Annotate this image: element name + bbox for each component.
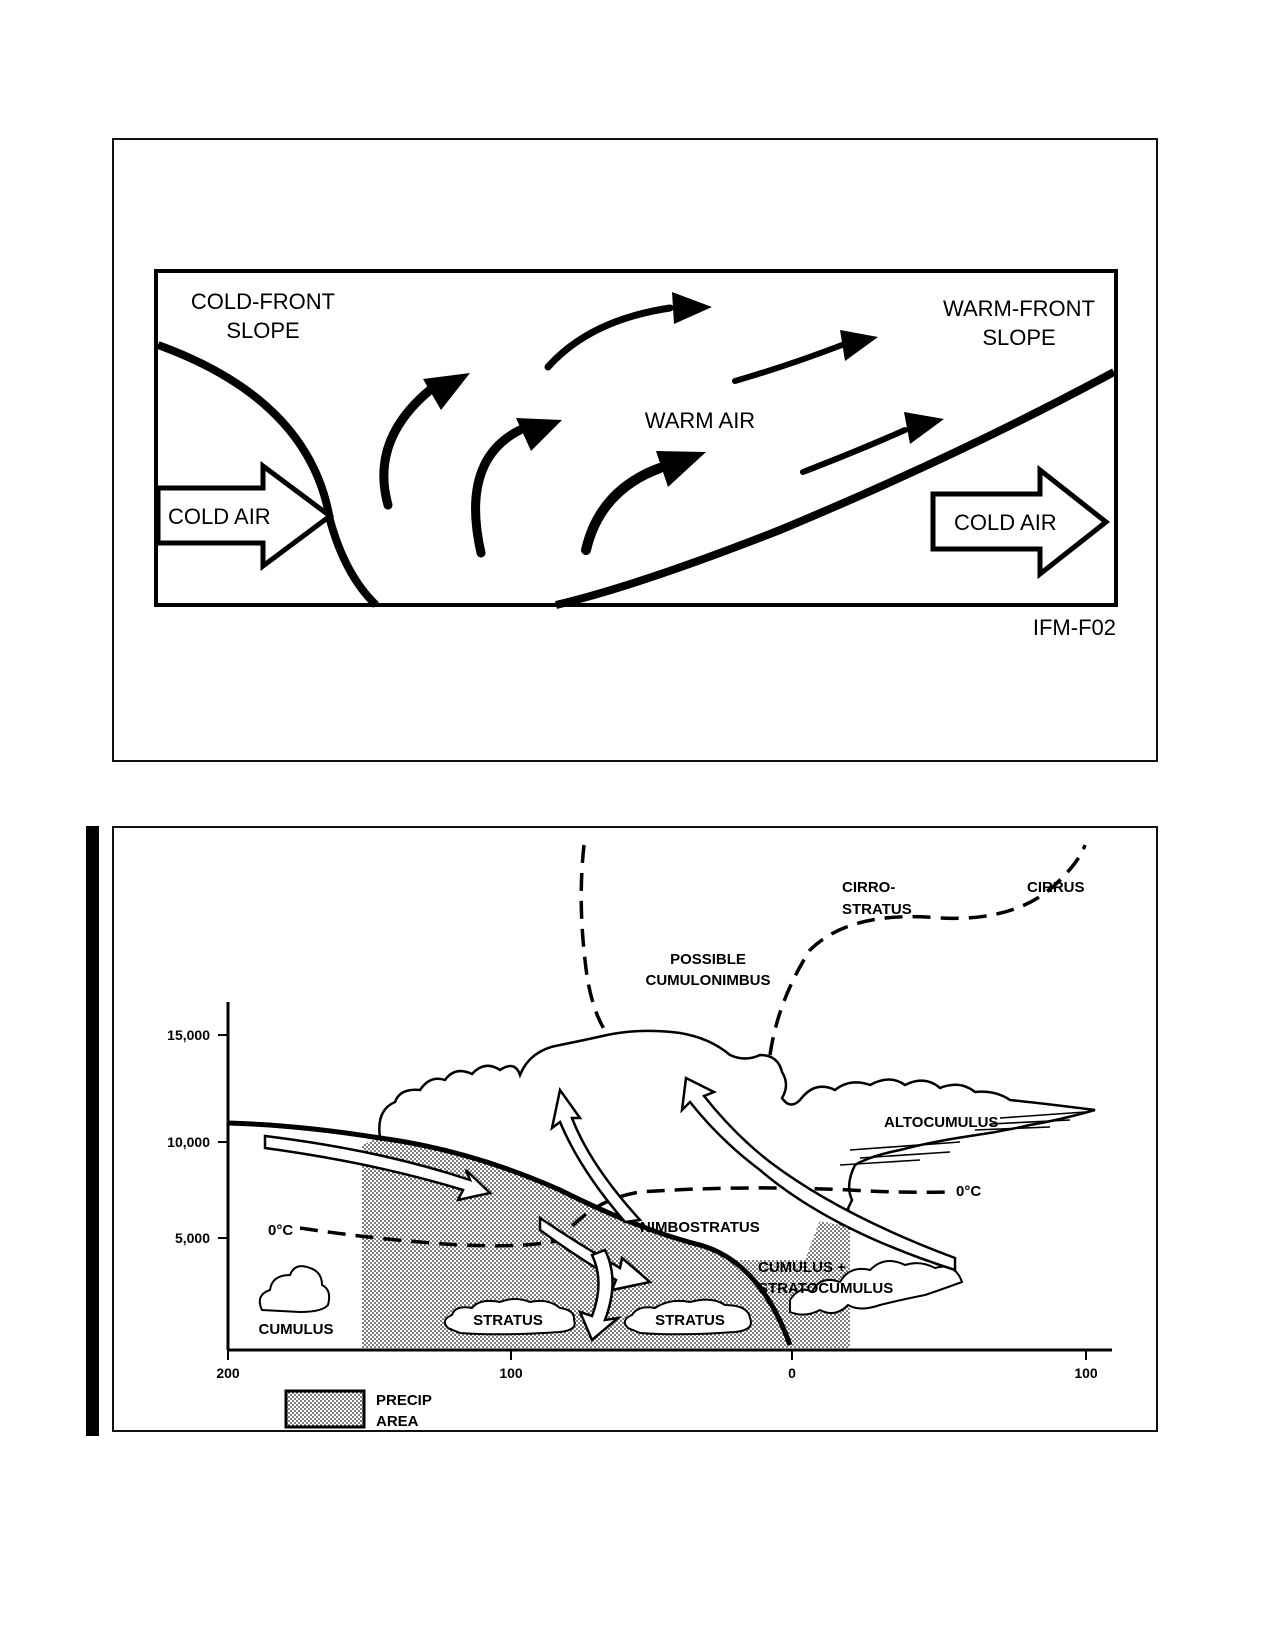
cumulus-strato-label-line1: CUMULUS + bbox=[758, 1259, 846, 1276]
freezing-level-line bbox=[299, 1186, 951, 1248]
warm-front-slope-line bbox=[555, 368, 1116, 609]
y-tick-5000: 5,000 bbox=[175, 1230, 210, 1246]
nimbostratus-label: NIMBOSTRATUS bbox=[640, 1219, 760, 1236]
freezing-label-left: 0°C bbox=[268, 1222, 293, 1239]
axis-ticks bbox=[218, 1034, 1087, 1360]
upper-cloud-mass bbox=[378, 1029, 1096, 1226]
warm-air-label: WARM AIR bbox=[645, 408, 755, 433]
stratus-label-1: STRATUS bbox=[473, 1312, 543, 1329]
stratus-cloud-1 bbox=[443, 1298, 576, 1336]
x-tick-0: 0 bbox=[788, 1365, 796, 1381]
precip-legend: PRECIP AREA bbox=[284, 1389, 432, 1430]
cold-air-label-right: COLD AIR bbox=[954, 510, 1057, 535]
altocumulus-label: ALTOCUMULUS bbox=[884, 1114, 998, 1131]
warm-front-surface bbox=[227, 1120, 793, 1346]
figure-frame-top bbox=[112, 138, 1158, 762]
margin-bar bbox=[86, 826, 99, 1436]
stratus-label-2: STRATUS bbox=[655, 1312, 725, 1329]
x-tick-100-left: 100 bbox=[499, 1365, 523, 1381]
cold-air-arrow-left bbox=[155, 461, 335, 571]
warm-front-label-line1: WARM-FRONT bbox=[943, 296, 1095, 321]
cb-label-line2: CUMULONIMBUS bbox=[646, 972, 771, 989]
cirrus-dashed-outline bbox=[768, 844, 1087, 1056]
air-flow-arrows bbox=[263, 1076, 957, 1343]
cold-front-slope-line bbox=[156, 341, 379, 608]
precip-legend-swatch bbox=[284, 1389, 366, 1429]
cumulus-cloud-small bbox=[258, 1265, 331, 1314]
warm-front-cross-section: 15,000 10,000 5,000 200 100 0 100 CIRRO-… bbox=[167, 844, 1112, 1430]
dashed-lines bbox=[299, 844, 1087, 1248]
y-tick-10000: 10,000 bbox=[167, 1134, 210, 1150]
warm-front-label-line2: SLOPE bbox=[982, 325, 1055, 350]
cb-dashed-outline bbox=[579, 844, 610, 1037]
stratus-cloud-2 bbox=[623, 1298, 752, 1336]
front-diagram-border bbox=[154, 269, 1118, 607]
cumulus-strato-label-line2: STRATOCUMULUS bbox=[758, 1280, 893, 1297]
cold-air-label-left: COLD AIR bbox=[168, 504, 271, 529]
cold-front-label-line2: SLOPE bbox=[226, 318, 299, 343]
cold-front-label-line1: COLD-FRONT bbox=[191, 289, 335, 314]
cb-label-line1: POSSIBLE bbox=[670, 951, 746, 968]
x-tick-200: 200 bbox=[216, 1365, 240, 1381]
figure-frame-bottom bbox=[112, 826, 1158, 1432]
precip-legend-line1: PRECIP bbox=[376, 1392, 432, 1409]
cumulus-label: CUMULUS bbox=[259, 1321, 334, 1338]
cirrus-label: CIRRUS bbox=[1027, 879, 1085, 896]
y-tick-15000: 15,000 bbox=[167, 1027, 210, 1043]
x-tick-100-right: 100 bbox=[1074, 1365, 1098, 1381]
altocumulus-streaks bbox=[839, 1111, 1086, 1166]
cold-air-arrow-right bbox=[930, 464, 1111, 580]
warm-air-arrows bbox=[379, 292, 944, 558]
cirrostratus-label-line2: STRATUS bbox=[842, 901, 912, 918]
cirrostratus-label-line1: CIRRO- bbox=[842, 879, 895, 896]
front-diagram: COLD-FRONT SLOPE WARM-FRONT SLOPE WARM A… bbox=[154, 269, 1118, 640]
freezing-label-right: 0°C bbox=[956, 1183, 981, 1200]
figure-id: IFM-F02 bbox=[1033, 615, 1116, 640]
precip-legend-line2: AREA bbox=[376, 1413, 419, 1430]
